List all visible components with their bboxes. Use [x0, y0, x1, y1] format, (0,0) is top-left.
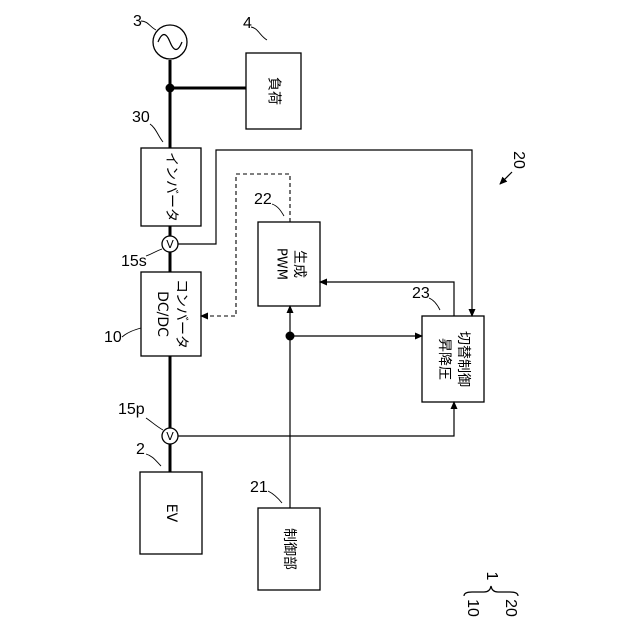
sensor-15p-symbol: V — [166, 430, 174, 443]
ac-source — [153, 25, 187, 59]
ref-inverter: 30 — [132, 109, 150, 126]
wire-sensor-15p — [178, 402, 454, 436]
load-label: 負荷 — [266, 77, 282, 105]
ref-controller: 21 — [250, 479, 268, 496]
bracket-legend: 10 20 1 — [464, 572, 519, 617]
leader-10 — [122, 328, 141, 337]
ref-dcdc: 10 — [104, 329, 122, 346]
leader-30 — [150, 124, 163, 142]
wire-switch-to-pwm — [320, 282, 454, 316]
leader-15s — [146, 249, 162, 256]
pwm-label-line1: PWM — [274, 248, 289, 280]
leader-23 — [429, 298, 440, 310]
ref-load: 4 — [243, 15, 252, 32]
pwm-label-line2: 生成 — [291, 250, 307, 278]
switch-control-label-line1: 昇降圧 — [436, 338, 452, 380]
junction-dot-load — [166, 84, 175, 93]
bracket-ref-20: 20 — [502, 599, 519, 617]
sensor-15s-symbol: V — [166, 238, 174, 251]
brace-icon — [464, 586, 518, 596]
leader-4 — [251, 27, 267, 40]
dcdc-label-line1: DC/DC — [154, 291, 170, 337]
leader-21 — [268, 491, 282, 503]
ref-ev: 2 — [136, 441, 145, 458]
switch-control-block — [422, 316, 484, 402]
leader-3 — [141, 21, 156, 30]
leader-15p — [146, 418, 163, 430]
leader-2 — [146, 454, 161, 466]
ref-system-20: 20 — [510, 151, 527, 169]
dcdc-label-line2: コンバータ — [173, 279, 189, 349]
inverter-label: インバータ — [163, 152, 179, 222]
ref-sensor-15s: 15s — [121, 253, 147, 270]
ev-label: EV — [163, 504, 179, 523]
power-bus — [170, 60, 246, 472]
ref-sensor-15p: 15p — [118, 401, 145, 418]
ref-ac-source: 3 — [133, 13, 142, 30]
ref-pwm: 22 — [254, 191, 272, 208]
arrow-system-20 — [500, 172, 512, 184]
bracket-ref-1: 1 — [483, 572, 500, 581]
ref-switch-control: 23 — [412, 285, 430, 302]
bracket-ref-10: 10 — [464, 599, 481, 617]
leader-22 — [272, 204, 284, 216]
dcdc-converter-block — [141, 272, 201, 356]
switch-control-label-line2: 切替制御 — [455, 331, 471, 387]
controller-label: 制御部 — [281, 528, 297, 570]
